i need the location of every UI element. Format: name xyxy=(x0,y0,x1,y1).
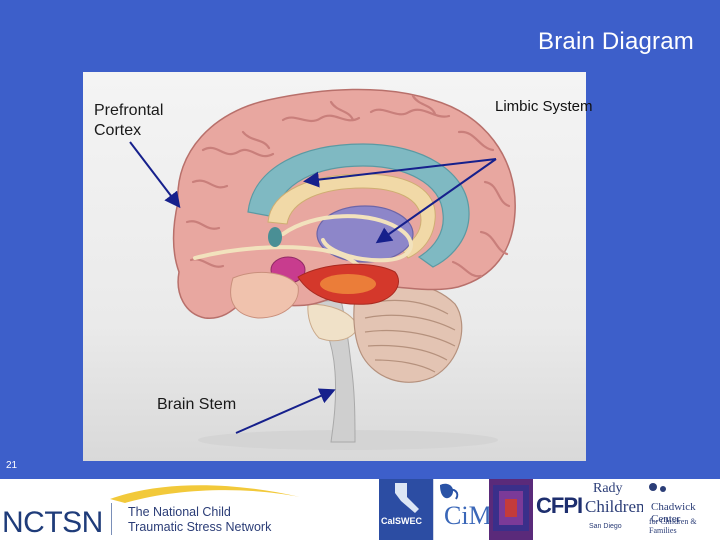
prefrontal-label-line1: Prefrontal xyxy=(94,102,164,119)
california-state-icon xyxy=(395,483,419,513)
brain-illustration xyxy=(83,72,586,461)
fornix-tail xyxy=(193,245,363,270)
prefrontal-arrow xyxy=(129,141,181,209)
childrens-wordmark: Children's xyxy=(585,497,643,516)
limbic-arrow-thalamus xyxy=(375,158,497,244)
corpus-callosum-shape xyxy=(267,173,436,259)
chadwick-center-logo: Chadwick Center for Children & Families xyxy=(643,479,720,540)
brain-stem-arrow xyxy=(235,388,336,434)
quilt-logo xyxy=(489,479,533,540)
cfpic-logo: CFPIC xyxy=(533,479,583,540)
rady-wordmark: Rady xyxy=(593,481,623,496)
nctsn-name-line1: The National Child xyxy=(128,505,231,519)
limbic-system-label: Limbic System xyxy=(495,98,593,115)
calswec-wordmark: CalSWEC xyxy=(381,516,423,526)
nctsn-divider xyxy=(111,503,112,535)
hands-icon xyxy=(440,483,459,500)
limbic-arrow-cingulate xyxy=(303,158,497,188)
nctsn-swoosh-icon xyxy=(110,485,300,503)
septal-shape xyxy=(268,227,282,247)
chadwick-tagline: for Children & Families xyxy=(649,517,697,535)
slide-title: Brain Diagram xyxy=(538,28,694,55)
rady-childrens-logo: Rady Children's San Diego xyxy=(583,479,643,540)
thalamus-shape xyxy=(316,205,414,263)
chadwick-wordmark: Chadwick Center xyxy=(651,501,696,525)
pons-shape xyxy=(307,303,359,342)
quilt-icon xyxy=(493,485,529,531)
nctsn-logo: NCTSN The National Child Traumatic Stres… xyxy=(0,479,378,540)
chadwick-figures-icon xyxy=(649,483,666,492)
cortex-folds xyxy=(185,94,511,278)
cimh-wordmark: CiMH xyxy=(444,501,490,530)
calswec-logo: CalSWEC xyxy=(379,479,433,540)
brain-stem-label: Brain Stem xyxy=(157,396,237,413)
temporal-lobe-shape xyxy=(230,272,299,319)
page-number: 21 xyxy=(6,460,18,471)
partner-logo-footer: NCTSN The National Child Traumatic Stres… xyxy=(0,479,720,540)
nctsn-full-name: The National Child Traumatic Stress Netw… xyxy=(128,505,271,535)
cfpic-wordmark: CFPIC xyxy=(536,493,583,518)
san-diego-text: San Diego xyxy=(589,523,622,530)
nctsn-wordmark: NCTSN xyxy=(2,506,103,539)
nctsn-name-line2: Traumatic Stress Network xyxy=(128,520,272,534)
prefrontal-label-line2: Cortex xyxy=(94,122,142,139)
prefrontal-cortex-label: Prefrontal Cortex xyxy=(94,101,163,141)
midbrain-shape xyxy=(320,274,376,294)
brain-drawing xyxy=(172,88,516,450)
cimh-logo: CiMH xyxy=(433,479,490,540)
fornix-loops xyxy=(281,214,413,263)
